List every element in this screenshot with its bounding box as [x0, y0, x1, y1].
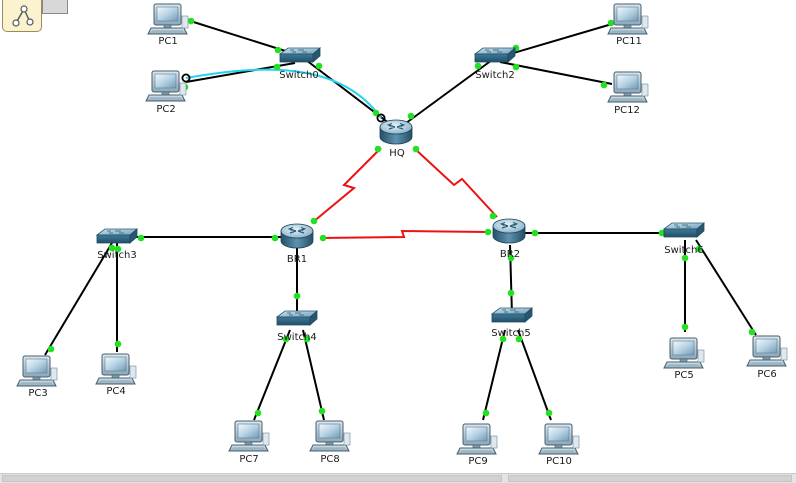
pc10-label: PC10 [546, 456, 572, 467]
link-switch2-hq[interactable] [401, 59, 493, 127]
pc-icon [228, 420, 270, 452]
switch-icon [279, 47, 321, 63]
pc6-label: PC6 [757, 369, 776, 380]
pc-icon [607, 71, 649, 103]
br2-label: BR2 [500, 249, 520, 260]
link-pc6-switch6[interactable] [695, 239, 757, 336]
switch5-device[interactable]: Switch5 [491, 307, 533, 339]
switch2-label: Switch2 [475, 70, 514, 81]
link-pc8-switch4[interactable] [302, 329, 325, 421]
pc8-device[interactable]: PC8 [309, 420, 351, 465]
switch-icon [96, 228, 138, 244]
pc8-label: PC8 [320, 454, 339, 465]
pc7-label: PC7 [239, 454, 258, 465]
pc-icon [538, 423, 580, 455]
pc-icon [663, 337, 705, 369]
switch6-label: Switch6 [664, 245, 703, 256]
pc7-device[interactable]: PC7 [228, 420, 270, 465]
pc4-label: PC4 [106, 386, 125, 397]
link-serial-hq-br2[interactable] [413, 147, 498, 218]
pc-icon [145, 70, 187, 102]
topology-tool-button[interactable] [2, 0, 42, 32]
switch6-device[interactable]: Switch6 [663, 222, 705, 256]
switch2-device[interactable]: Switch2 [474, 47, 516, 81]
toolbar-button-partial[interactable] [42, 0, 68, 14]
hq-router[interactable]: HQ [379, 119, 413, 159]
scrollbar-thumb[interactable] [2, 475, 502, 482]
switch-icon [276, 310, 318, 326]
switch-icon [474, 47, 516, 63]
hq-label: HQ [389, 148, 405, 159]
pc5-device[interactable]: PC5 [663, 337, 705, 381]
pc9-label: PC9 [468, 456, 487, 467]
pc-icon [95, 353, 137, 385]
pc10-device[interactable]: PC10 [538, 423, 580, 467]
switch3-device[interactable]: Switch3 [96, 228, 138, 261]
link-serial-hq-br1[interactable] [312, 147, 382, 223]
pc1-device[interactable]: PC1 [147, 3, 189, 47]
switch0-label: Switch0 [279, 70, 318, 81]
link-pc11-switch2[interactable] [499, 23, 613, 58]
pc-icon [456, 423, 498, 455]
pc-icon [16, 355, 58, 387]
switch3-label: Switch3 [97, 250, 136, 261]
router-icon [379, 119, 413, 145]
link-pc9-switch5[interactable] [482, 329, 506, 421]
br1-router[interactable]: BR1 [280, 223, 314, 265]
router-icon [280, 223, 314, 249]
pc3-label: PC3 [28, 388, 47, 399]
switch0-device[interactable]: Switch0 [279, 47, 321, 81]
link-serial-br1-br2[interactable] [319, 229, 489, 239]
topology-tool-icon [12, 5, 34, 27]
switch5-label: Switch5 [491, 328, 530, 339]
pc11-device[interactable]: PC11 [607, 3, 649, 47]
link-pc10-switch5[interactable] [517, 329, 552, 421]
switch4-label: Switch4 [277, 332, 316, 343]
pc6-device[interactable]: PC6 [746, 335, 788, 380]
switch4-device[interactable]: Switch4 [276, 310, 318, 343]
horizontal-scrollbar[interactable] [0, 473, 796, 483]
br2-router[interactable]: BR2 [492, 218, 526, 260]
pc9-device[interactable]: PC9 [456, 423, 498, 467]
pc3-device[interactable]: PC3 [16, 355, 58, 399]
pc11-label: PC11 [616, 36, 642, 47]
pc-icon [607, 3, 649, 35]
link-console-pc2-hq[interactable] [185, 68, 382, 119]
pc-icon [746, 335, 788, 367]
pc12-device[interactable]: PC12 [607, 71, 649, 116]
pc12-label: PC12 [614, 105, 640, 116]
switch-icon [663, 222, 705, 238]
link-pc3-switch3[interactable] [44, 242, 113, 356]
pc4-device[interactable]: PC4 [95, 353, 137, 397]
pc-icon [147, 3, 189, 35]
pc2-label: PC2 [156, 104, 175, 115]
router-icon [492, 218, 526, 244]
scrollbar-track-segment[interactable] [508, 475, 792, 482]
link-pc7-switch4[interactable] [253, 329, 291, 421]
switch-icon [491, 307, 533, 323]
pc-icon [309, 420, 351, 452]
pc1-label: PC1 [158, 36, 177, 47]
pc2-device[interactable]: PC2 [145, 70, 187, 115]
br1-label: BR1 [287, 254, 307, 265]
pc5-label: PC5 [674, 370, 693, 381]
